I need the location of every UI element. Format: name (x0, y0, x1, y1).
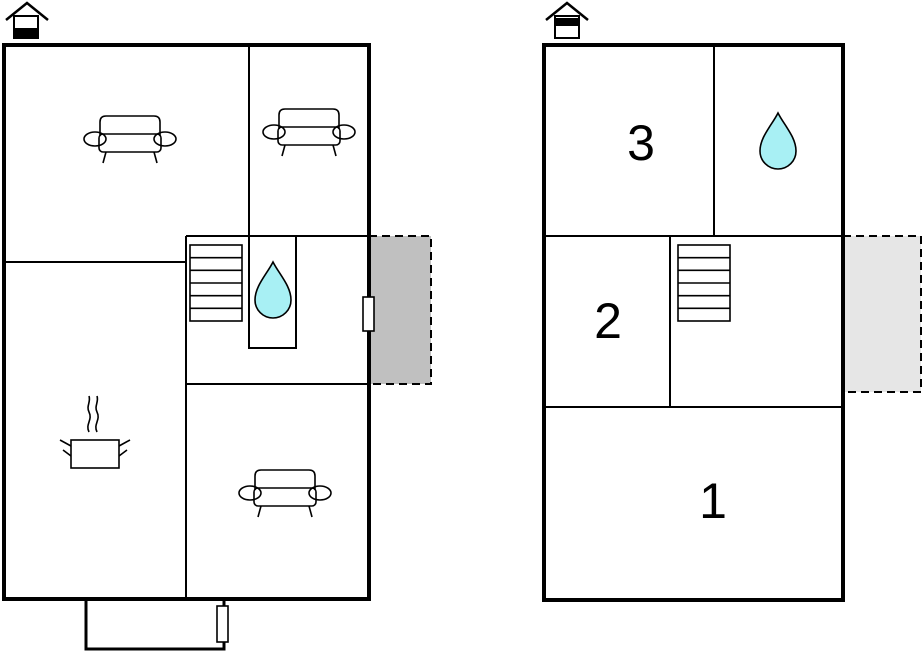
house-ground-floor-icon (5, 1, 49, 39)
terrace-area (368, 235, 432, 385)
sofa-icon (262, 108, 356, 157)
room-number-1: 1 (699, 473, 727, 529)
room-number-3: 3 (627, 115, 655, 171)
water-drop-icon (254, 261, 292, 319)
terrace-door (362, 296, 375, 332)
upper-floor-plan: 3 2 1 (542, 1, 922, 602)
sofa-icon (83, 115, 177, 164)
terrace-area (842, 235, 922, 393)
water-drop-icon (759, 112, 797, 170)
stairs-icon (189, 244, 243, 322)
sofa-icon (238, 469, 332, 518)
ground-floor-plan (2, 1, 432, 651)
house-upper-floor-icon (545, 1, 589, 39)
cooking-pot-icon (59, 395, 131, 469)
stairs-icon (677, 244, 731, 322)
entrance-porch (84, 597, 226, 651)
entrance-door (216, 605, 229, 643)
upper-floor-outline (542, 43, 845, 602)
room-number-2: 2 (594, 293, 622, 349)
